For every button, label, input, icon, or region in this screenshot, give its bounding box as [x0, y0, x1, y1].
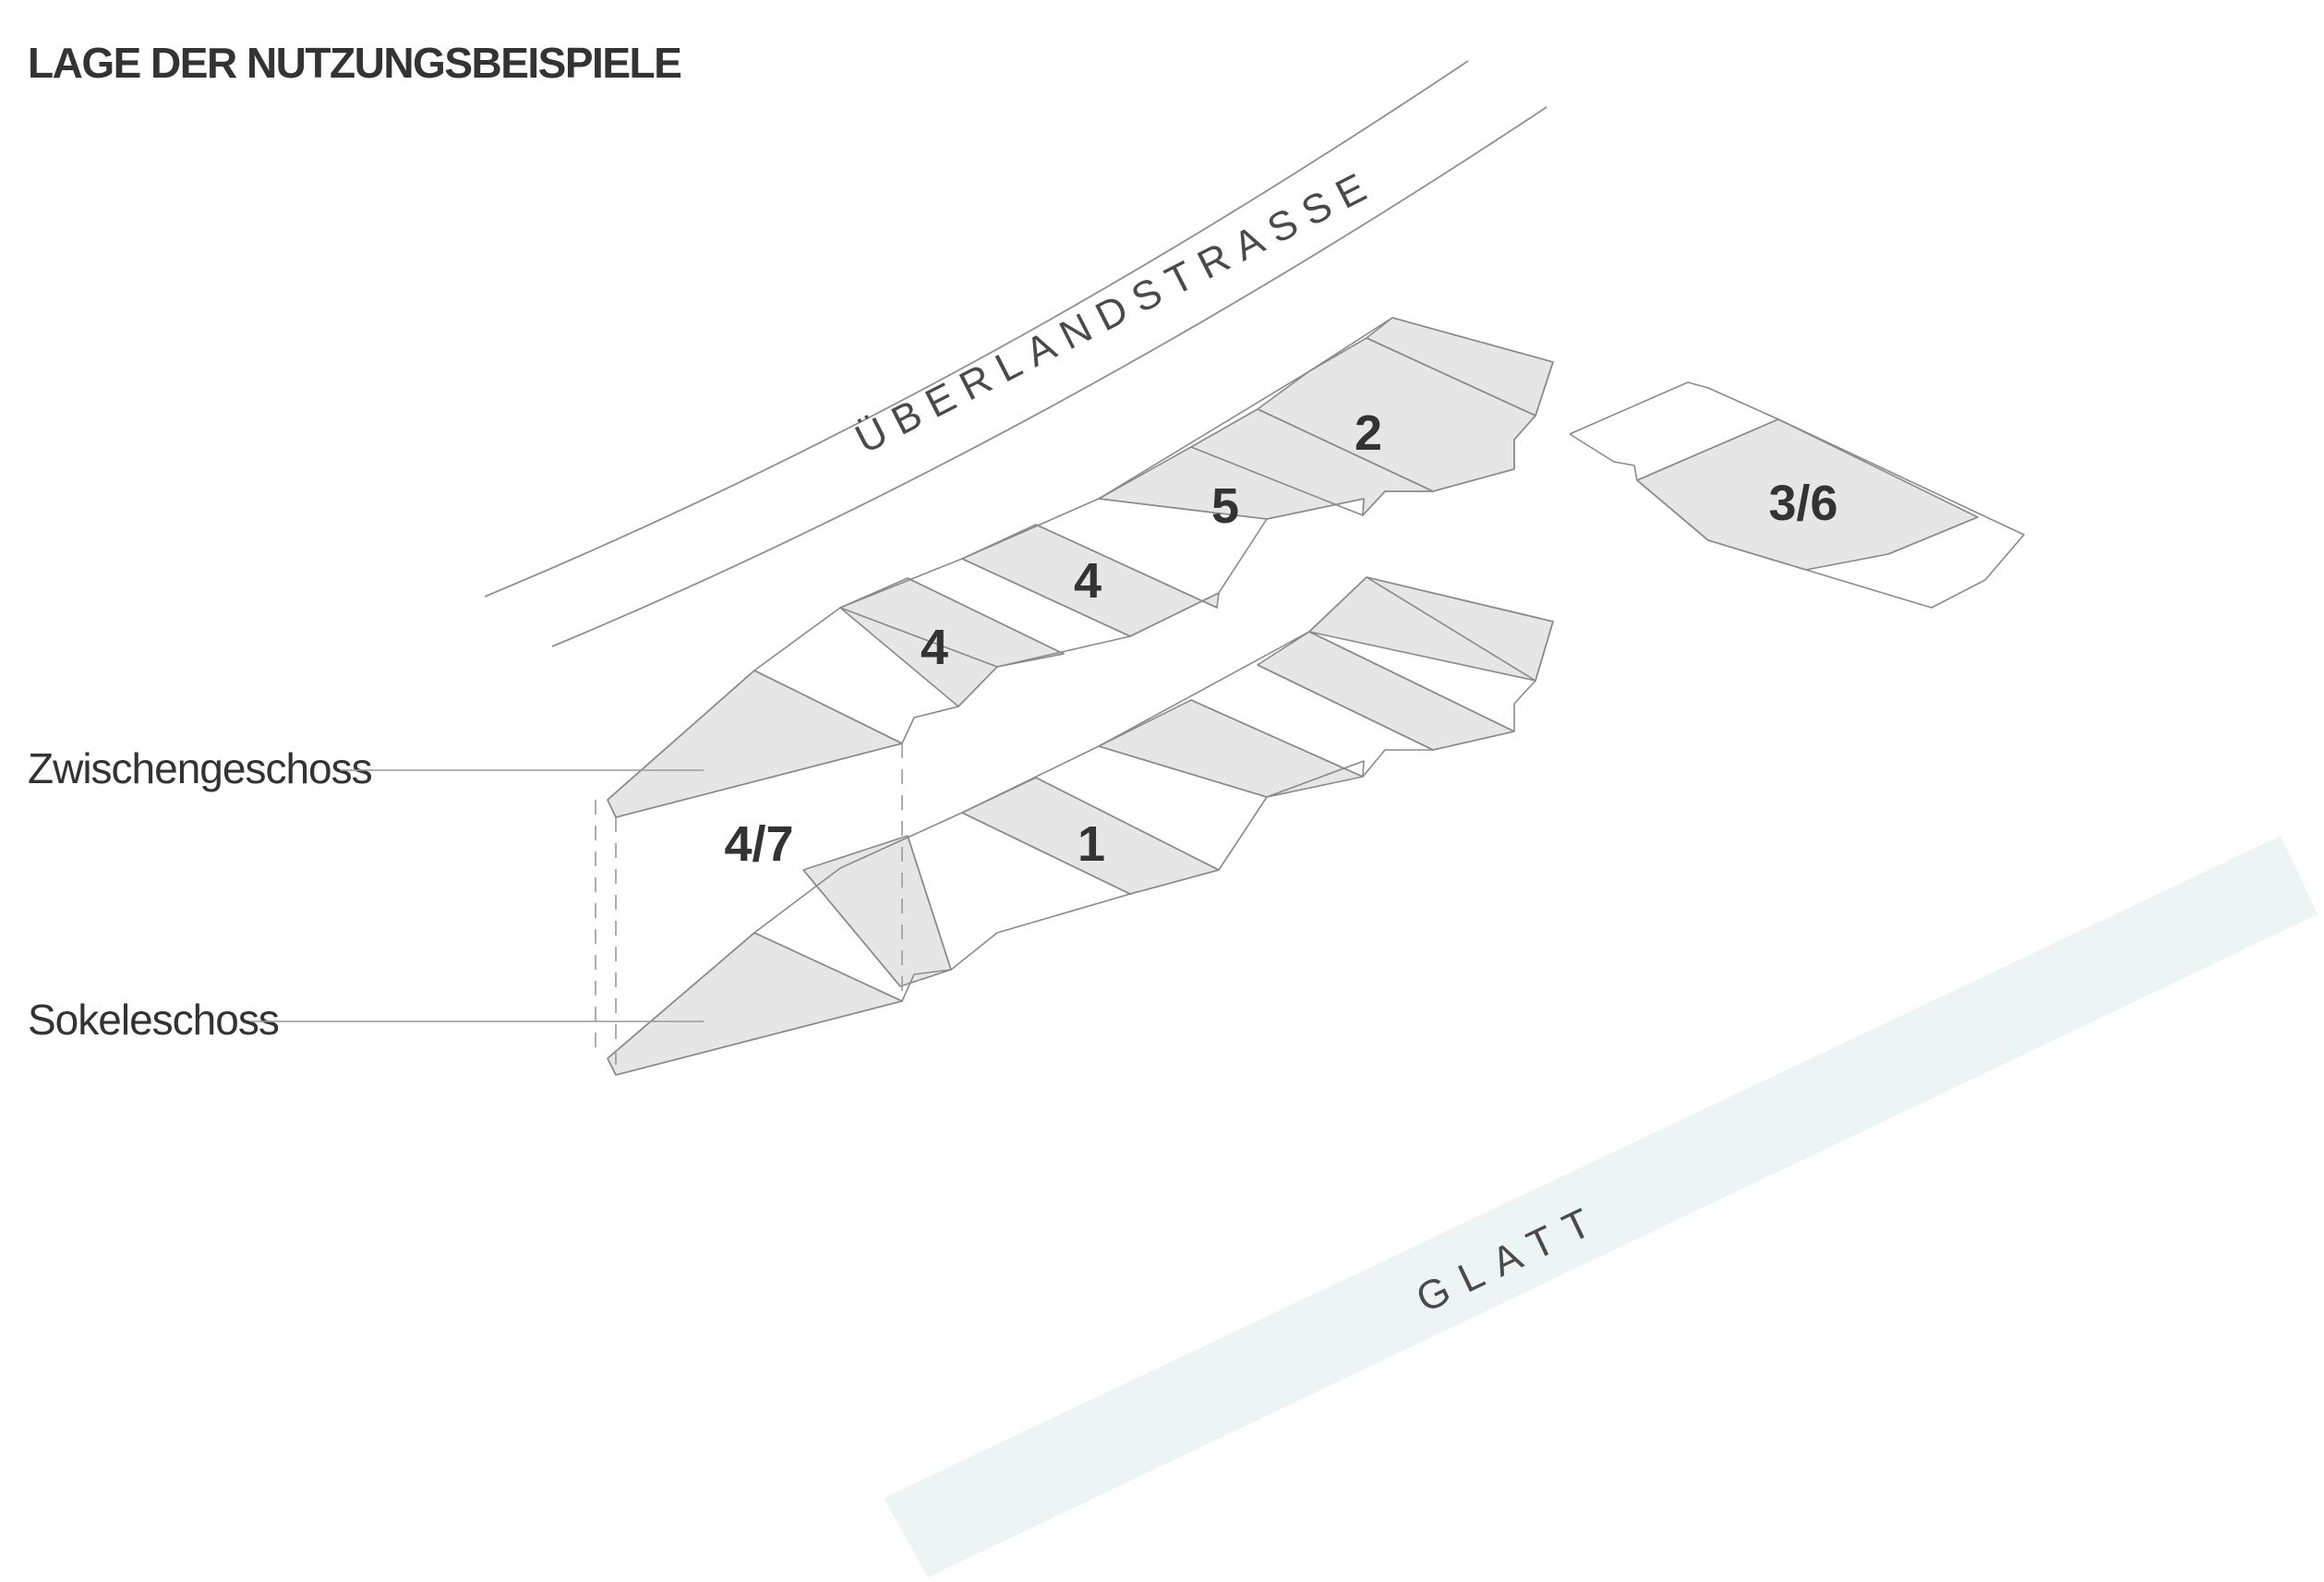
unit-label-36: 3/6 [1768, 476, 1837, 531]
lower-divider [1366, 576, 1536, 682]
lower-unit-end-west [607, 932, 903, 1076]
east-divider [1887, 516, 1979, 555]
lower-divider [1035, 777, 1220, 871]
river-glatt [884, 836, 2318, 1577]
upper-divider [1257, 408, 1434, 492]
east-building [1569, 381, 2025, 609]
upper-divider [1035, 524, 1218, 609]
unit-label-1: 1 [1078, 816, 1105, 872]
upper-divider [961, 558, 1131, 637]
upper-divider [907, 577, 1065, 655]
lower-divider [1257, 664, 1434, 751]
lower-building-outline [607, 576, 1554, 1076]
upper-divider [753, 670, 903, 744]
east-building-outline [1569, 381, 2025, 609]
upper-building [607, 317, 1554, 818]
lower-unit-c [802, 835, 952, 987]
unit-label-4a: 4 [921, 620, 948, 675]
upper-unit-4a [839, 577, 1065, 707]
lower-divider [1190, 699, 1364, 778]
lower-divider [907, 835, 952, 971]
lower-divider [753, 932, 903, 1002]
upper-divider [1098, 498, 1268, 520]
lower-unit-b [1098, 699, 1364, 798]
unit-label-47: 4/7 [724, 816, 793, 872]
lower-divider [1308, 631, 1515, 732]
lower-divider [802, 869, 901, 987]
upper-divider [1366, 337, 1536, 417]
upper-building-outline [607, 317, 1554, 818]
lower-building [607, 576, 1554, 1076]
label-zwischengeschoss: Zwischengeschoss [28, 744, 372, 792]
upper-divider [839, 607, 998, 668]
lower-divider [961, 812, 1131, 895]
upper-divider [1190, 446, 1364, 516]
east-divider [1636, 418, 1779, 481]
unit-label-5: 5 [1211, 478, 1239, 534]
unit-label-2: 2 [1355, 405, 1382, 461]
road-edge-south [551, 106, 1547, 647]
upper-unit-end-west [607, 670, 903, 818]
diagram-title: LAGE DER NUTZUNGSBEISPIELE [28, 39, 680, 87]
label-sokeleschoss: Sokeleschoss [28, 996, 279, 1044]
lower-divider [1098, 745, 1268, 798]
road-edge-north [484, 60, 1469, 598]
unit-label-4b: 4 [1074, 553, 1102, 609]
